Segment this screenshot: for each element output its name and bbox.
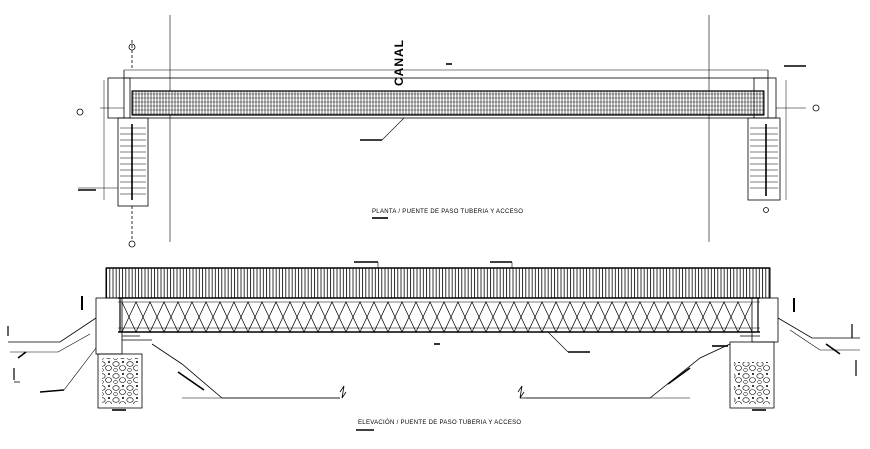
ground-left [8,317,97,343]
elevation-view [7,261,860,431]
left-abutment [107,77,131,119]
right-abutment-elev [751,297,779,343]
right-stair-treads [750,127,778,189]
plan-view-title: PLANTA / PUENTE DE PASO TUBERIA Y ACCESO [372,209,524,215]
right-stair [747,117,781,201]
plan-view [76,15,820,248]
section-marker-icon [76,40,820,248]
railing [105,267,771,299]
left-abutment-elev [95,297,123,355]
elevation-view-title: ELEVACIÓN / PUENTE DE PASO TUBERIA Y ACC… [358,420,522,426]
ground-right [777,317,860,339]
left-stair [117,117,149,207]
right-footing [729,341,775,409]
canal-section [151,343,340,399]
canal-label: CANAL [392,39,406,86]
truss-web [119,298,759,333]
bridge-deck-hatch [131,90,765,116]
left-footing [97,353,143,409]
left-stair-treads [120,127,146,195]
bridge-outline [123,77,769,119]
